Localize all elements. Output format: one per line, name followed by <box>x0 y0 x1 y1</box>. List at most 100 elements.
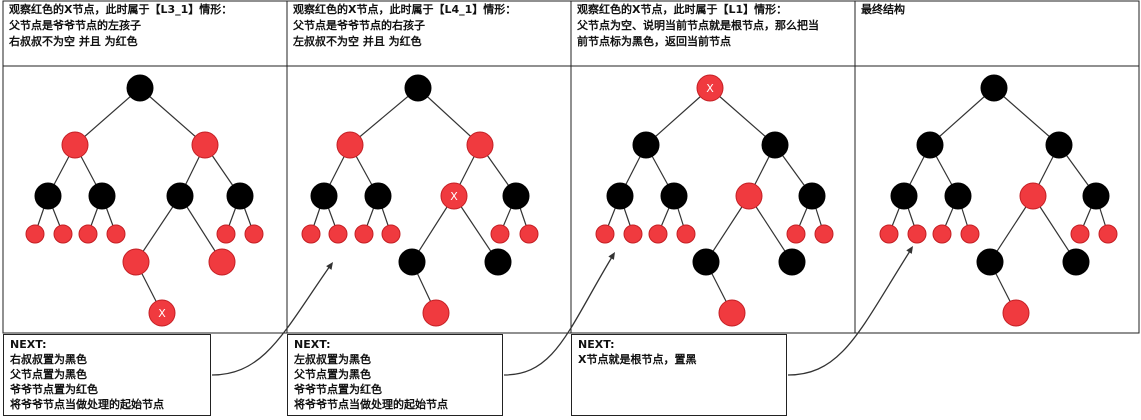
panel-1-header-line: 观察红色的X节点，此时属于【L3_1】情形： <box>9 3 233 16</box>
black-node <box>1062 248 1090 276</box>
next-line: 爷爷节点置为红色 <box>294 383 382 396</box>
next-line: 爷爷节点置为红色 <box>10 383 98 396</box>
black-node <box>1082 182 1110 210</box>
x-node <box>696 74 724 102</box>
red-node <box>208 248 236 276</box>
black-node <box>226 182 254 210</box>
red-node <box>960 224 980 244</box>
black-node <box>1045 131 1073 159</box>
red-node <box>595 224 615 244</box>
red-node <box>623 224 643 244</box>
red-node <box>336 131 364 159</box>
red-node <box>78 224 98 244</box>
next-line: 将爷爷节点当做处理的起始节点 <box>10 398 164 411</box>
red-node <box>879 224 899 244</box>
red-node <box>216 224 236 244</box>
red-node <box>381 224 401 244</box>
next-line: 右叔叔置为黑色 <box>10 353 87 366</box>
next-line: 将爷爷节点当做处理的起始节点 <box>294 398 448 411</box>
red-node <box>354 224 374 244</box>
red-node <box>106 224 126 244</box>
panel-1-header-line: 右叔叔不为空 并且 为红色 <box>9 35 138 48</box>
panel-1-next-note: NEXT: 右叔叔置为黑色 父节点置为黑色 爷爷节点置为红色 将爷爷节点当做处理… <box>3 334 211 416</box>
panel-4-header: 最终结构 <box>855 2 905 18</box>
red-node <box>786 224 806 244</box>
tree-panel-3: X <box>595 74 834 327</box>
black-node <box>126 74 154 102</box>
red-node <box>1070 224 1090 244</box>
black-node <box>310 182 338 210</box>
red-node <box>191 131 219 159</box>
red-node <box>466 131 494 159</box>
red-node <box>122 248 150 276</box>
tree-panel-2: X <box>301 74 539 327</box>
panel-3-header: 观察红色的X节点，此时属于【L1】情形： 父节点为空、说明当前节点就是根节点，那… <box>571 2 819 50</box>
arrow-head-icon <box>326 262 333 270</box>
black-node <box>692 248 720 276</box>
x-node-label: X <box>158 307 166 320</box>
next-line: 父节点置为黑色 <box>10 368 87 381</box>
panel-1-header: 观察红色的X节点，此时属于【L3_1】情形： 父节点是爷爷节点的左孩子 右叔叔不… <box>3 2 232 50</box>
panel-2-next-note: NEXT: 左叔叔置为黑色 父节点置为黑色 爷爷节点置为红色 将爷爷节点当做处理… <box>287 334 503 416</box>
next-line: NEXT: <box>578 338 615 351</box>
black-node <box>88 182 116 210</box>
panel-3-frame <box>570 0 856 334</box>
tree-edge <box>74 87 141 146</box>
x-node <box>148 299 176 327</box>
x-node-label: X <box>450 190 458 203</box>
red-node <box>735 182 763 210</box>
tree-edge <box>929 87 995 146</box>
red-node <box>676 224 696 244</box>
panel-frames <box>2 0 1140 334</box>
black-node <box>976 248 1004 276</box>
red-node <box>61 131 89 159</box>
panel-3-header-line: 前节点标为黑色，返回当前节点 <box>577 35 731 48</box>
black-node <box>890 182 918 210</box>
next-line: 父节点置为黑色 <box>294 368 371 381</box>
red-node <box>422 299 450 327</box>
panel-2-header-line: 左叔叔不为空 并且 为红色 <box>293 35 422 48</box>
panel-3-header-line: 父节点为空、说明当前节点就是根节点，那么把当 <box>577 19 819 32</box>
black-node <box>980 74 1008 102</box>
next-line: X节点就是根节点，置黑 <box>578 353 697 366</box>
red-node <box>244 224 264 244</box>
red-node <box>328 224 348 244</box>
tree-edge <box>139 87 206 146</box>
red-node <box>932 224 952 244</box>
red-node <box>1019 182 1047 210</box>
black-node <box>398 248 426 276</box>
red-node <box>648 224 668 244</box>
black-node <box>364 182 392 210</box>
tree-panel-1: X <box>25 74 264 327</box>
panel-3-next-note: NEXT: X节点就是根节点，置黑 <box>571 334 787 416</box>
arrow-head-icon <box>906 246 913 254</box>
red-node <box>25 224 45 244</box>
black-node <box>484 248 512 276</box>
arrows <box>211 246 913 376</box>
trees: X X X <box>25 74 1118 327</box>
arrow-3 <box>787 250 911 376</box>
red-node <box>301 224 321 244</box>
black-node <box>166 182 194 210</box>
tree-edge <box>645 87 711 146</box>
black-node <box>660 182 688 210</box>
panel-2-header-line: 观察红色的X节点，此时属于【L4_1】情形： <box>293 3 517 16</box>
red-node <box>519 224 539 244</box>
x-node-label: X <box>706 82 714 95</box>
red-node <box>814 224 834 244</box>
next-line: 左叔叔置为黑色 <box>294 353 371 366</box>
black-node <box>34 182 62 210</box>
black-node <box>778 248 806 276</box>
black-node <box>916 131 944 159</box>
black-node <box>798 182 826 210</box>
black-node <box>632 131 660 159</box>
panel-3-header-line: 观察红色的X节点，此时属于【L1】情形： <box>577 3 788 16</box>
arrow-1 <box>211 265 331 376</box>
red-node <box>1098 224 1118 244</box>
black-node <box>761 131 789 159</box>
black-node <box>404 74 432 102</box>
arrow-2 <box>503 256 613 376</box>
red-node <box>1002 299 1030 327</box>
tree-edge <box>993 87 1060 146</box>
